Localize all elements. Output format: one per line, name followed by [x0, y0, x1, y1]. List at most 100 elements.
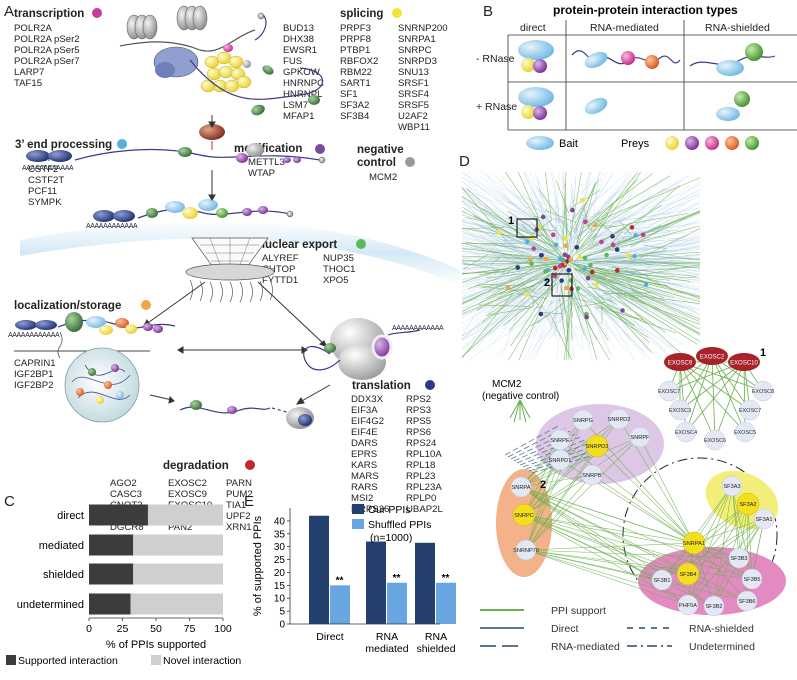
- translation-protein: UBAP2L: [406, 504, 443, 515]
- sf3b-protein-label: SF3B3: [730, 556, 747, 562]
- transcription-title: transcription: [14, 8, 84, 20]
- nuclear-export-protein: NUP35: [323, 253, 354, 264]
- panel-e-category-label: RNA: [425, 631, 447, 643]
- exosome-bait-node: [664, 353, 696, 371]
- degradation-protein: PARN: [226, 478, 252, 489]
- modification-title: modification: [234, 143, 302, 155]
- bar-our-ppis: [366, 541, 386, 624]
- mcm2-label: MCM2: [492, 379, 522, 390]
- degradation-protein: UPF2: [226, 511, 251, 522]
- polya-tail-2: AAAAAAAAAAAA: [86, 223, 138, 230]
- sf3a-protein-node: [753, 508, 775, 530]
- negative-control-color-dot: [405, 157, 415, 167]
- translation-protein: DARS: [351, 438, 378, 449]
- mcm2-subnetwork: MCM2 (negative control): [482, 379, 559, 423]
- sm-protein-node: [585, 434, 609, 458]
- supported-bar: [89, 504, 148, 526]
- exosome-prey-label: EXOSC4: [675, 430, 697, 436]
- degradation-protein: EXOSC2: [168, 478, 207, 489]
- prey-swatch-pink: [705, 136, 719, 150]
- zoom-box-2-label: 2: [544, 277, 550, 289]
- sm-protein-node: [608, 408, 630, 430]
- translation-title: translation: [352, 380, 411, 392]
- exosome-prey-node: [739, 399, 761, 421]
- degradation-protein: CASC3: [110, 489, 142, 500]
- localization-title: localization/storage: [14, 300, 121, 312]
- novel-bar: [133, 534, 223, 556]
- translation-protein: EIF3A: [351, 405, 378, 416]
- translation-protein: RPS2: [406, 394, 431, 405]
- sf3a-protein-node: [721, 475, 743, 497]
- column-direct: direct: [520, 22, 546, 34]
- column-rna-mediated: RNA-mediated: [590, 22, 659, 34]
- localization-protein: CAPRIN1: [14, 358, 56, 369]
- legend-our-ppis-swatch: [352, 504, 364, 514]
- exosome-prey-node: [704, 429, 726, 451]
- novel-bar: [147, 504, 223, 526]
- sf3a-protein-label: SF3A1: [755, 517, 772, 523]
- splicing-color-dot: [392, 8, 402, 18]
- panel-e-category-label: shielded: [416, 643, 455, 655]
- sf3b-protein-label: SF3B2: [705, 604, 722, 610]
- panel-c-category-label: direct: [57, 510, 84, 522]
- sm-protein-node: [581, 464, 603, 486]
- translation-protein: EIF4G2: [351, 416, 384, 427]
- nuclear-export-title: nuclear export: [258, 239, 337, 251]
- transcription-color-dot: [92, 8, 102, 18]
- splicing-protein: BUD13: [283, 23, 314, 34]
- splicing-protein: SNRPA1: [398, 34, 436, 45]
- network-zoom-box-1: [516, 218, 538, 238]
- negative-control-title-line2: control: [357, 157, 396, 169]
- translation-protein: RPS6: [406, 427, 431, 438]
- sf3a-protein-node: [736, 492, 760, 516]
- bar-our-ppis: [309, 515, 329, 624]
- degradation-protein: EXOSC9: [168, 489, 207, 500]
- row-plus-rnase: + RNase: [476, 101, 517, 113]
- sm-protein-label: SNRPD3: [586, 444, 609, 450]
- splicing-protein: RBFOX2: [340, 56, 378, 67]
- exosome-bait-label: EXOSC10: [730, 361, 758, 367]
- exosome-prey-label: EXOSC8: [752, 389, 774, 395]
- translation-protein: RPL23A: [406, 482, 442, 493]
- legend-supported-interaction: Supported interaction: [18, 655, 118, 667]
- panel-e-tick-label: 30: [274, 542, 286, 553]
- novel-bar: [133, 563, 223, 585]
- splicing-protein: SF1: [340, 89, 358, 100]
- degradation-title: degradation: [163, 460, 229, 472]
- splicing-protein: PRPF3: [340, 23, 371, 34]
- splicing-protein: GPKOW: [283, 67, 321, 78]
- panel-e-tick-label: 40: [274, 516, 286, 527]
- modification-protein: WTAP: [248, 168, 275, 179]
- end-processing-color-dot: [117, 139, 127, 149]
- panel-e-y-axis-label: % of supported PPIs: [252, 515, 264, 616]
- translation-protein: RPL18: [406, 460, 435, 471]
- translation-protein: RARS: [351, 482, 378, 493]
- u1-protein-node: [512, 503, 536, 527]
- significance-stars: **: [442, 573, 450, 584]
- translation-protein: KARS: [351, 460, 377, 471]
- exosome-prey-node: [669, 399, 691, 421]
- panel-d-legend: PPI support Direct RNA-mediated RNA-shie…: [480, 605, 755, 653]
- exosome-prey-label: EXOSC3: [669, 408, 691, 414]
- degradation-illustration: [179, 400, 314, 429]
- exosome-prey-node: [752, 380, 774, 402]
- panel-e-tick-label: 0: [279, 620, 285, 631]
- panel-e-tick-label: 15: [274, 581, 286, 592]
- translation-protein: MRPS36: [351, 504, 389, 515]
- legend-ppi-support: PPI support: [551, 605, 606, 617]
- panel-b-title: protein-protein interaction types: [553, 3, 738, 17]
- nuclear-pore-complex: [185, 237, 275, 303]
- end-processing-complex: AAAAAAAAAAAA: [22, 124, 326, 172]
- translation-color-dot: [425, 380, 435, 390]
- sf3b-protein-label: SF3B5: [743, 577, 760, 583]
- supported-bar: [89, 563, 134, 585]
- transcription-protein: POLR2A: [14, 23, 52, 34]
- nuclear-export-protein: ALYREF: [262, 253, 299, 264]
- translation-protein: RPL10A: [406, 449, 442, 460]
- splicing-protein: EWSR1: [283, 45, 317, 56]
- panel-e-tick-label: 20: [274, 568, 286, 579]
- sf3b-protein-node: [651, 569, 673, 591]
- sf3b-protein-node: [736, 590, 758, 612]
